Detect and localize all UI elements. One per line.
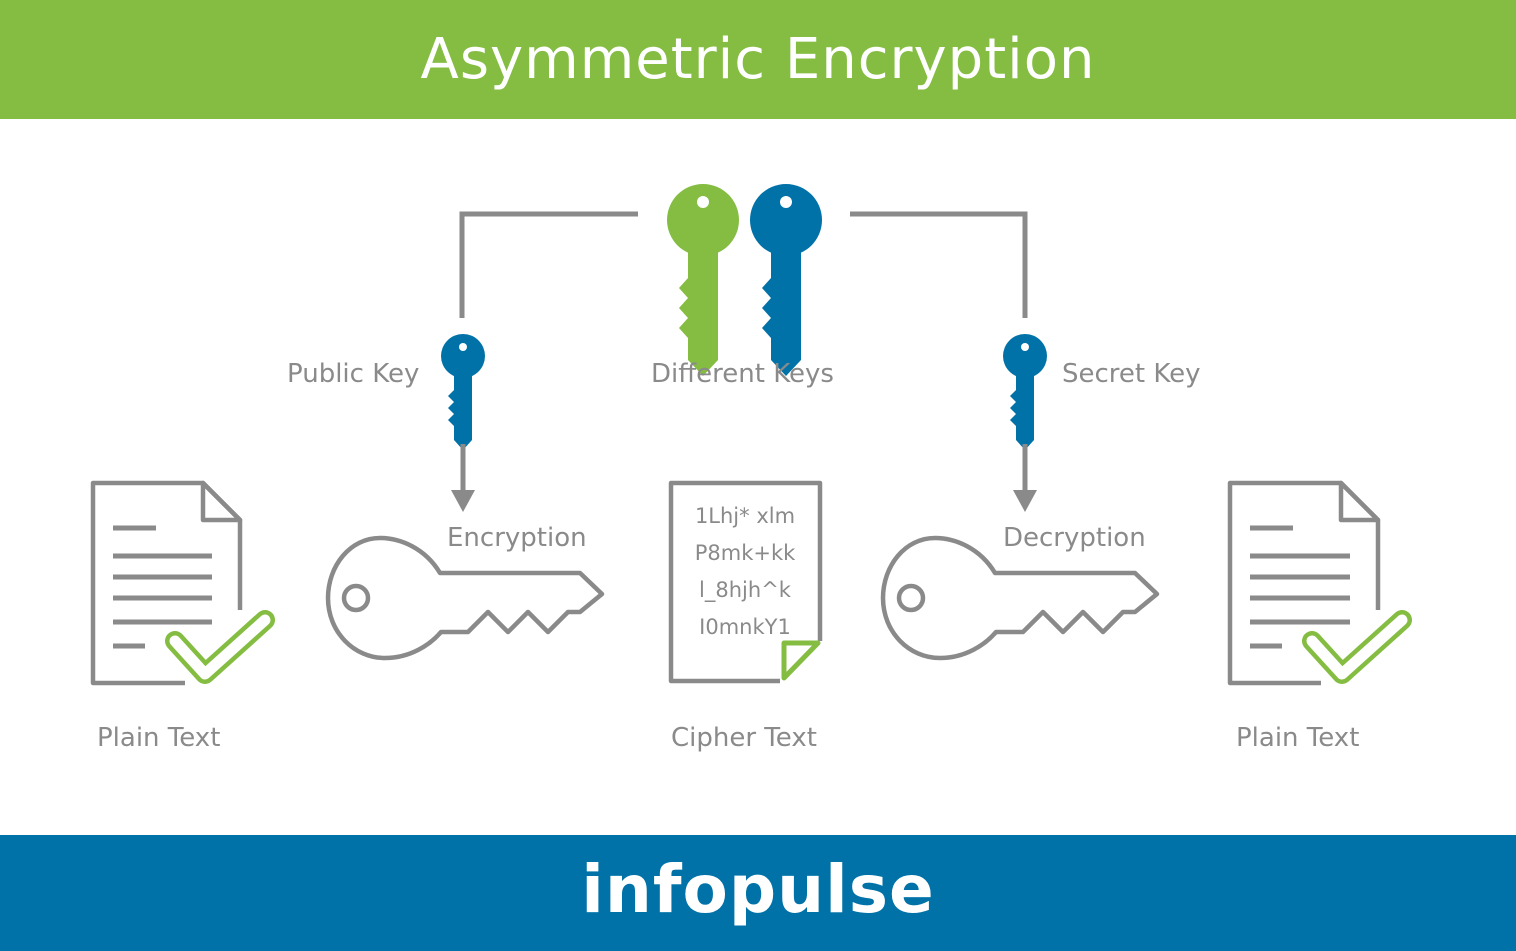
label-different-keys: Different Keys — [651, 359, 834, 389]
page-title: Asymmetric Encryption — [420, 27, 1096, 92]
label-plain-text-left: Plain Text — [97, 723, 220, 753]
label-secret-key: Secret Key — [1062, 359, 1201, 389]
label-encryption: Encryption — [447, 523, 587, 553]
label-decryption: Decryption — [1003, 523, 1146, 553]
connector-left — [459, 211, 638, 318]
green-key-icon — [667, 184, 739, 376]
label-plain-text-right: Plain Text — [1236, 723, 1359, 753]
cipher-text-document-icon — [668, 480, 823, 684]
brand-logo: infopulse — [581, 850, 935, 928]
public-key-icon — [441, 334, 485, 450]
secret-key-icon — [1003, 334, 1047, 450]
blue-key-icon — [750, 184, 822, 376]
cipher-line: P8mk+kk — [695, 541, 796, 565]
arrow-down-icon — [451, 444, 475, 512]
checkmark-icon — [165, 610, 275, 684]
label-cipher-text: Cipher Text — [671, 723, 817, 753]
plain-text-document-icon — [1227, 480, 1381, 686]
checkmark-icon — [1302, 610, 1412, 684]
cipher-line: l_8hjh^k — [699, 578, 792, 603]
cipher-line: I0mnkY1 — [699, 615, 791, 639]
decryption-key-icon — [880, 535, 1160, 661]
encryption-key-icon — [325, 535, 605, 661]
header-banner: Asymmetric Encryption — [0, 0, 1516, 119]
cipher-line: 1Lhj* xlm — [695, 504, 795, 528]
connector-right — [850, 211, 1028, 318]
label-public-key: Public Key — [287, 359, 419, 389]
plain-text-document-icon — [90, 480, 243, 686]
arrow-down-icon — [1013, 444, 1037, 512]
footer-banner: infopulse — [0, 835, 1516, 951]
